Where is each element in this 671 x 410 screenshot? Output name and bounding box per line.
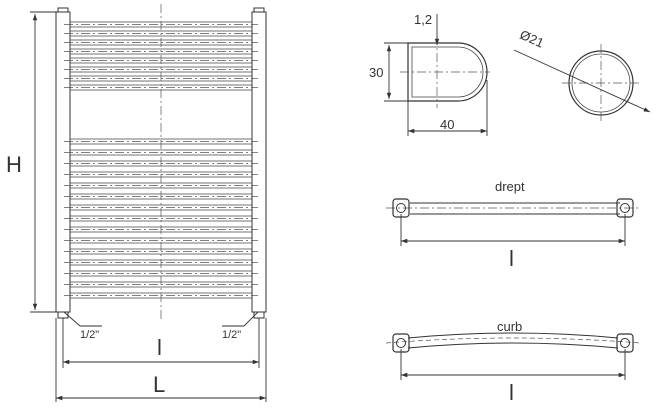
- wall-thickness-label: 1,2: [414, 12, 432, 27]
- curved-distance-label: l: [509, 380, 514, 405]
- tube-section: Ø21: [513, 27, 651, 122]
- left-top-cap: [57, 7, 69, 12]
- profile-width-label: 40: [440, 117, 454, 132]
- right-top-cap: [253, 7, 265, 12]
- diameter-label: Ø21: [518, 27, 547, 51]
- diameter-leader: [513, 49, 651, 113]
- curved-right-hole: [620, 338, 630, 348]
- profile-height-label: 30: [369, 65, 383, 80]
- straight-right-hole: [620, 203, 630, 213]
- left-connection-label: 1/2": [80, 329, 99, 341]
- straight-distance-label: l: [509, 246, 514, 271]
- straight-variant: drept l: [386, 179, 640, 271]
- curved-title: curb: [497, 319, 522, 334]
- front-view: H 1/2" 1/2" l L: [6, 4, 267, 402]
- left-connection-leader: [63, 311, 81, 327]
- curved-rung-bottom: [407, 342, 619, 349]
- curved-rung-top: [407, 332, 619, 339]
- curved-rung-axis: [385, 337, 641, 344]
- height-label: H: [6, 152, 22, 177]
- left-collector: [55, 11, 71, 313]
- curved-variant: curb l: [385, 319, 641, 405]
- right-collector: [251, 11, 267, 313]
- profile-outer: [407, 42, 488, 102]
- length-label: L: [153, 372, 165, 397]
- curved-left-hole: [396, 338, 406, 348]
- profile-section: 1,2 30 40: [369, 12, 490, 136]
- profile-inner: [411, 46, 484, 98]
- right-connection-label: 1/2": [222, 329, 241, 341]
- axis-distance-label: l: [157, 335, 162, 360]
- straight-left-hole: [396, 203, 406, 213]
- right-connection-leader: [243, 311, 259, 327]
- straight-title: drept: [495, 179, 525, 194]
- left-bottom-stub: [57, 312, 69, 319]
